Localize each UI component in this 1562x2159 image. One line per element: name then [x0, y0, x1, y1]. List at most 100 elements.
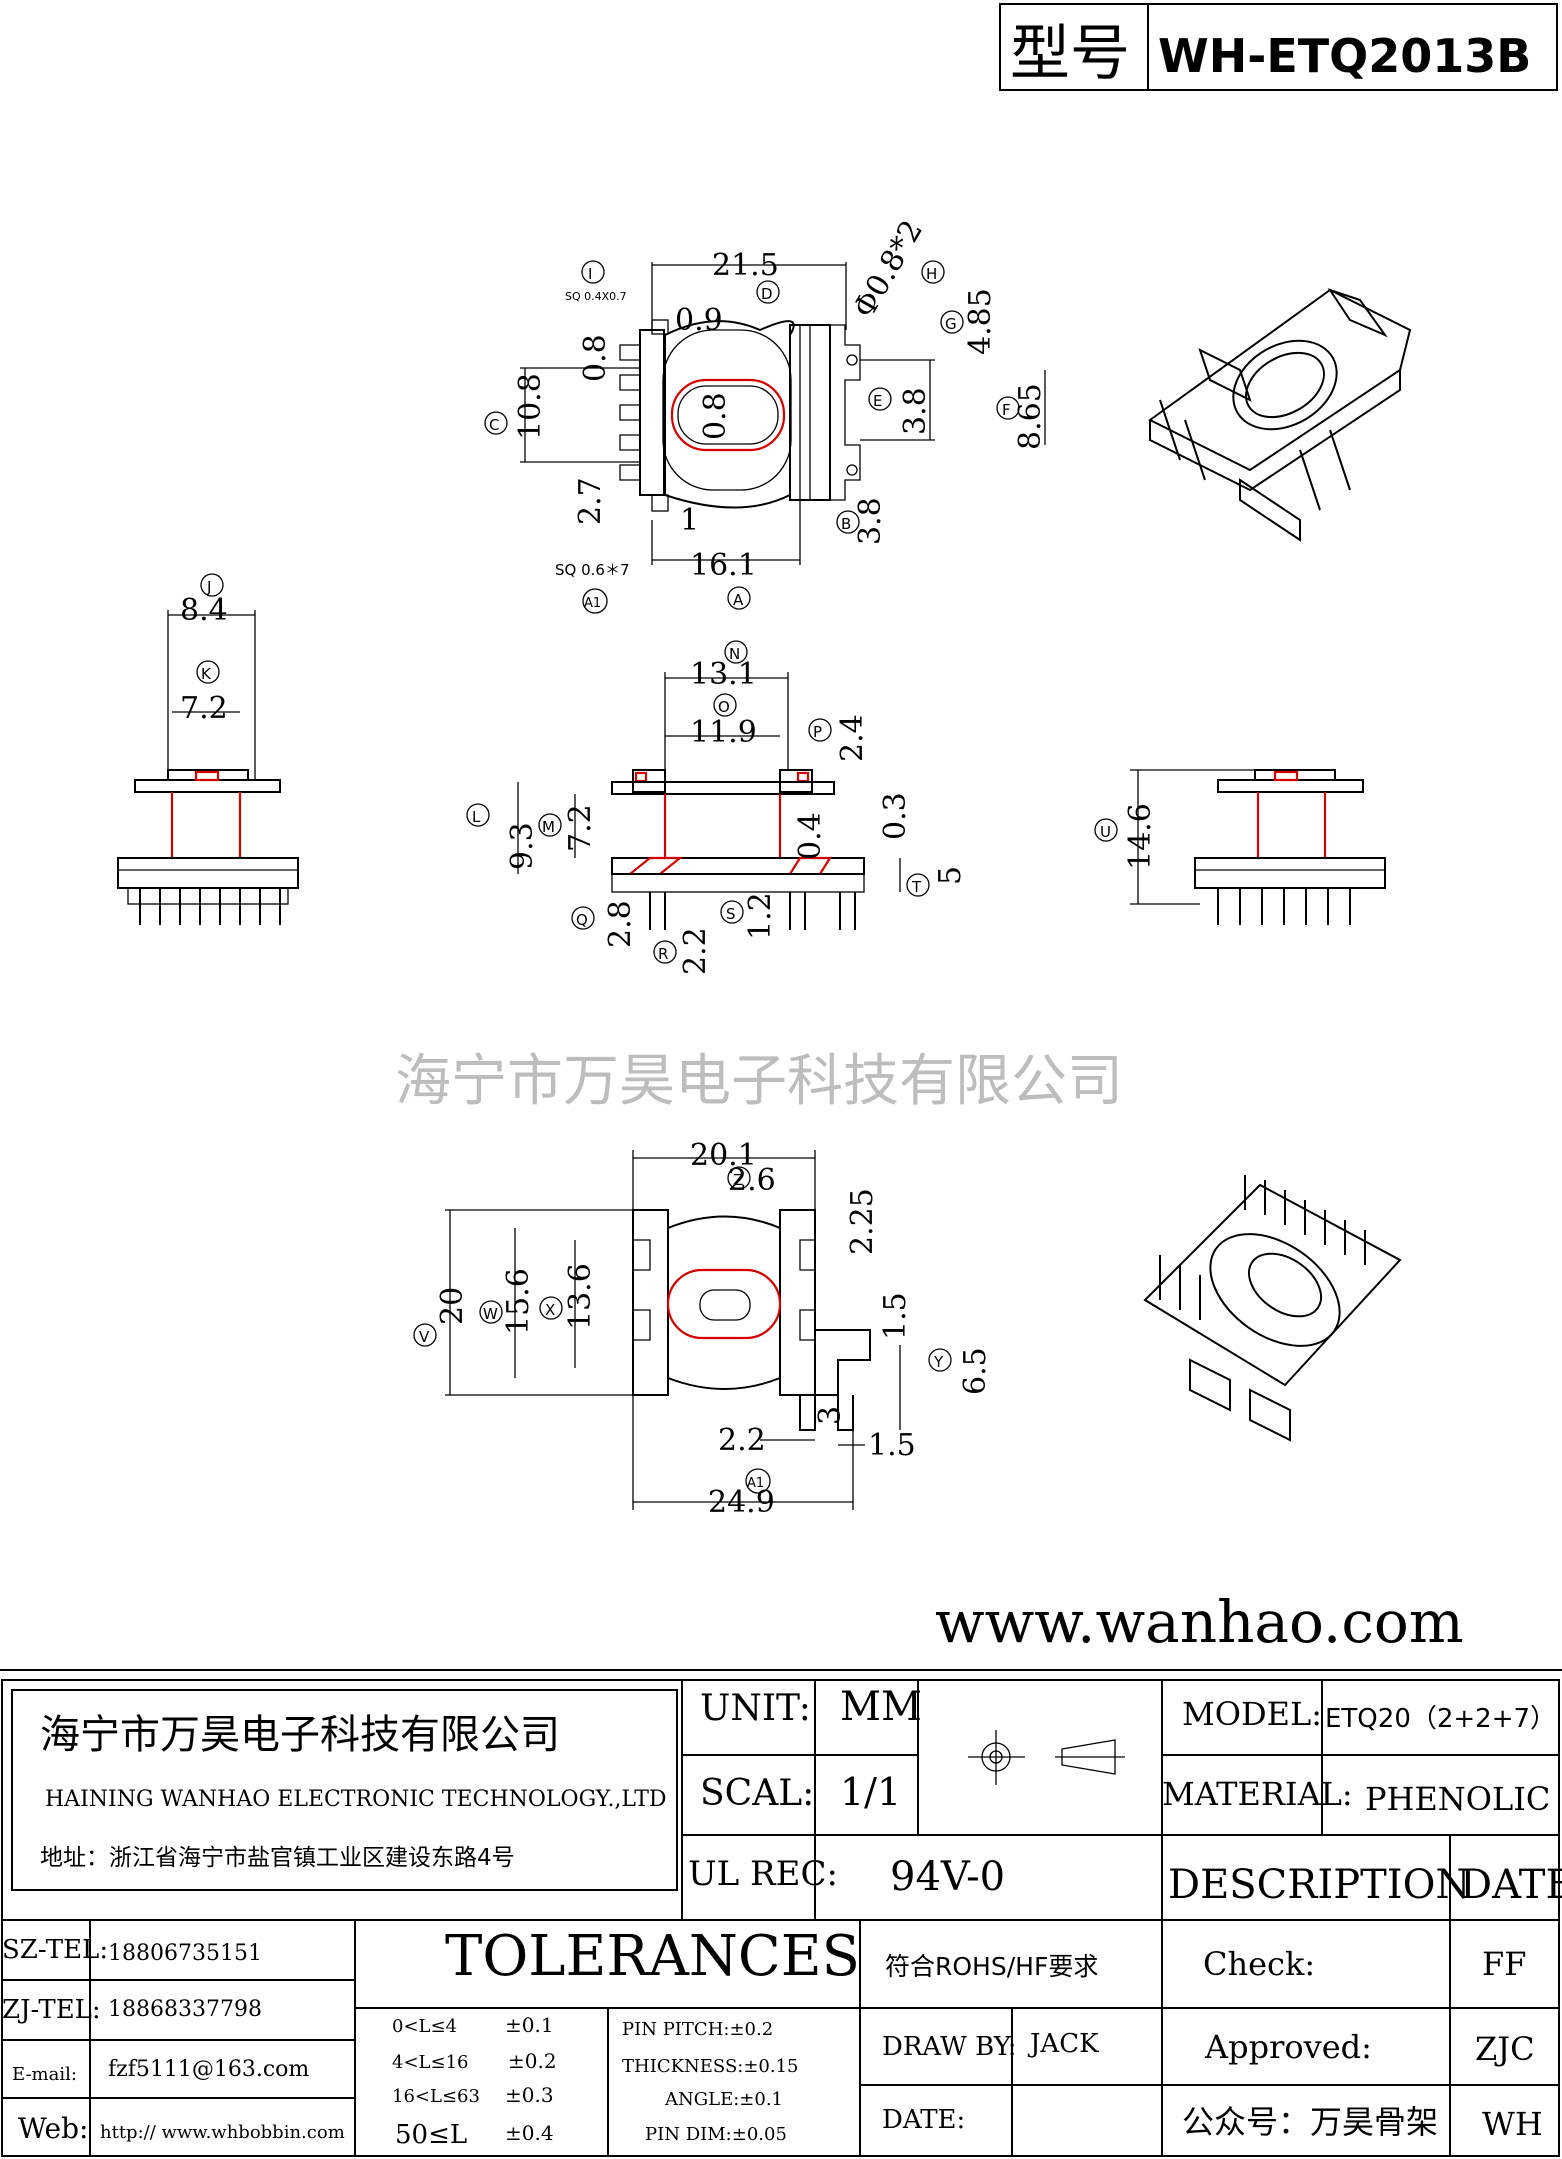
material-label: MATERIAL: — [1162, 1775, 1353, 1813]
top-view-drawing: 21.5 0.9 0.8 10.8 0.8 2.7 1 16.1 3.8 3.8… — [513, 214, 1048, 583]
dim-1-5-right: 1.5 — [878, 1292, 913, 1340]
marker-m: M — [542, 818, 555, 836]
contact-label-web: Web: — [18, 2112, 88, 2145]
contact-label-email: E-mail: — [12, 2064, 77, 2085]
contact-label-sz: SZ-TEL: — [2, 1935, 108, 1965]
description-header: DESCRIPTION — [1168, 1862, 1470, 1908]
contact-value-email: fzf5111@163.com — [108, 2057, 309, 2082]
dim-2-6: 2.6 — [728, 1163, 776, 1198]
dim-2-8: 2.8 — [603, 900, 638, 948]
marker-o: O — [718, 698, 730, 716]
marker-j: J — [206, 578, 211, 596]
side-view-left: 8.4 7.2 J K — [117, 573, 299, 925]
tol-range-1: 0<L≤4 — [392, 2016, 457, 2037]
company-address: 地址：浙江省海宁市盐官镇工业区建设东路4号 — [40, 1845, 515, 1871]
dim-20-1: 20.1 — [690, 1138, 757, 1173]
model-header: 型号 WH-ETQ2013B — [999, 3, 1558, 91]
marker-e: E — [873, 392, 882, 410]
approved-label: Approved: — [1204, 2028, 1372, 2066]
dim-phi-0-8: Φ0.8*2 — [847, 214, 931, 324]
model-number: WH-ETQ2013B — [1158, 29, 1531, 83]
wechat-label: 公众号：万昊骨架 — [1182, 2103, 1438, 2141]
dim-9-3: 9.3 — [505, 822, 540, 870]
marker-c: C — [489, 416, 499, 434]
dim-8-65: 8.65 — [1013, 383, 1048, 450]
marker-k: K — [201, 665, 212, 683]
check-label: Check: — [1203, 1945, 1315, 1983]
marker-t: T — [911, 878, 922, 896]
scale-label: SCAL: — [700, 1773, 814, 1814]
contact-label-zj: ZJ-TEL: — [2, 1995, 101, 2025]
marker-x: X — [545, 1301, 555, 1319]
unit-value: MM — [840, 1684, 922, 1730]
dim-14-6: 14.6 — [1123, 803, 1158, 870]
watermark: 海宁市万昊电子科技有限公司 — [395, 1049, 1123, 1114]
dim-6-5: 6.5 — [958, 1347, 993, 1395]
dim-0-4: 0.4 — [793, 812, 828, 860]
dim-3: 3 — [813, 1406, 848, 1425]
dim-10-8: 10.8 — [513, 373, 548, 440]
model-label: 型号 — [1010, 19, 1130, 89]
marker-a1-top: A1 — [584, 596, 601, 611]
ul-value: 94V-0 — [890, 1854, 1005, 1900]
marker-y: Y — [933, 1353, 944, 1371]
tol-value-3: ±0.3 — [505, 2083, 554, 2107]
dim-2-4: 2.4 — [835, 714, 870, 762]
tolerances-title: TOLERANCES — [445, 1924, 860, 1989]
dim-0-9: 0.9 — [675, 303, 723, 338]
marker-z: Z — [733, 1171, 743, 1189]
dim-1: 1 — [680, 503, 699, 538]
tol-value-1: ±0.1 — [505, 2013, 554, 2037]
marker-b: B — [841, 515, 851, 533]
bottom-view: 20.1 2.6 2.25 20 15.6 13.6 1.5 6.5 3 2.2… — [413, 1138, 993, 1520]
marker-h: H — [926, 265, 937, 283]
dim-20: 20 — [435, 1287, 470, 1325]
dim-0-8-center: 0.8 — [698, 392, 733, 440]
dim-2-25: 2.25 — [845, 1188, 880, 1255]
draw-by-value: JACK — [1027, 2029, 1099, 2059]
title-block: 海宁市万昊电子科技有限公司 HAINING WANHAO ELECTRONIC … — [0, 1669, 1562, 2157]
dim-13-1: 13.1 — [690, 657, 757, 692]
marker-d: D — [761, 285, 773, 303]
dim-13-6: 13.6 — [563, 1263, 598, 1330]
date-label: DATE: — [882, 2105, 965, 2135]
dim-3-8-bottom: 3.8 — [853, 497, 888, 545]
tol-range-3: 16<L≤63 — [392, 2086, 480, 2107]
tol-range-4: 50≤L — [395, 2120, 467, 2150]
dim-1-5-bottom: 1.5 — [868, 1428, 916, 1463]
dim-7-2-front: 7.2 — [563, 804, 598, 852]
date-header: DATE — [1460, 1862, 1562, 1908]
marker-r: R — [658, 945, 668, 963]
tol-value-2: ±0.2 — [508, 2049, 557, 2073]
dim-2-2-front: 2.2 — [678, 927, 713, 975]
marker-a1-bottom: A1 — [747, 1476, 764, 1491]
tol-value-4: ±0.4 — [505, 2121, 554, 2145]
dim-11-9: 11.9 — [690, 715, 757, 750]
pin-dim: PIN DIM:±0.05 — [645, 2124, 787, 2145]
dim-1-2: 1.2 — [743, 892, 778, 940]
marker-i: I — [588, 265, 592, 283]
contact-value-web: http:// www.whbobbin.com — [100, 2122, 345, 2143]
contact-value-zj: 18868337798 — [108, 1997, 262, 2022]
marker-s: S — [726, 905, 736, 923]
dim-7-2: 7.2 — [180, 691, 228, 726]
marker-q: Q — [576, 911, 588, 929]
dim-8-4: 8.4 — [180, 593, 228, 628]
dim-16-1: 16.1 — [690, 548, 757, 583]
thickness: THICKNESS:±0.15 — [622, 2056, 799, 2077]
note-sq-0-4: SQ 0.4X0.7 — [565, 290, 627, 303]
dim-24-9: 24.9 — [708, 1485, 775, 1520]
dim-0-8-left: 0.8 — [578, 334, 613, 382]
check-value: FF — [1482, 1945, 1526, 1983]
marker-n: N — [729, 645, 740, 663]
angle: ANGLE:±0.1 — [664, 2089, 783, 2110]
dim-4-85: 4.85 — [963, 288, 998, 355]
marker-v: V — [419, 1328, 430, 1346]
dim-15-6: 15.6 — [501, 1268, 536, 1335]
website-url: www.wanhao.com — [935, 1588, 1464, 1656]
dim-0-3: 0.3 — [878, 792, 913, 840]
marker-u: U — [1100, 823, 1111, 841]
company-name-cn: 海宁市万昊电子科技有限公司 — [40, 1712, 560, 1758]
material-value: PHENOLIC — [1365, 1780, 1550, 1818]
